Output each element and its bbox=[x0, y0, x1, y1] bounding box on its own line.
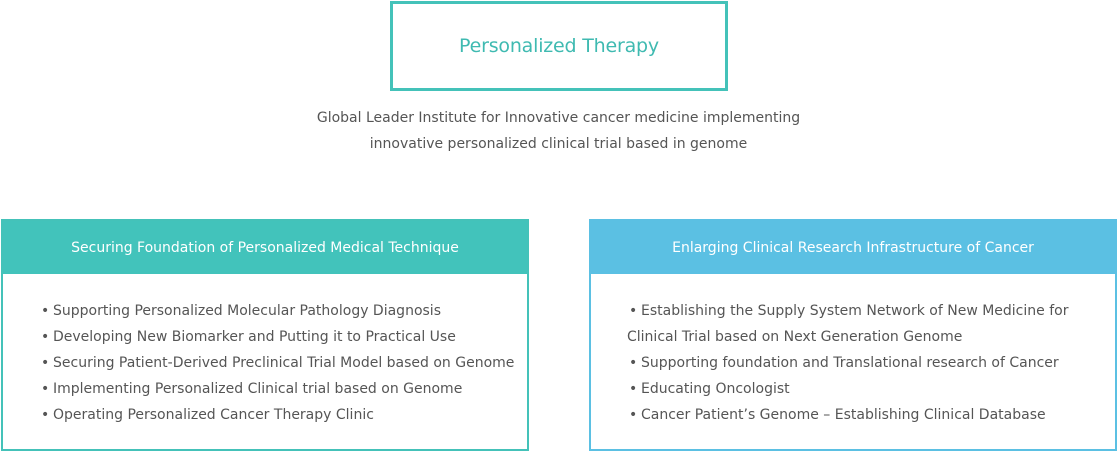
list-item: Operating Personalized Cancer Therapy Cl… bbox=[41, 402, 527, 428]
card-list: Establishing the Supply System Network o… bbox=[591, 274, 1115, 428]
list-item: Supporting foundation and Translational … bbox=[629, 350, 1115, 376]
card-infrastructure: Enlarging Clinical Research Infrastructu… bbox=[589, 219, 1117, 451]
list-item: Educating Oncologist bbox=[629, 376, 1115, 402]
list-item-line-2: Clinical Trial based on Next Generation … bbox=[627, 329, 963, 345]
list-item: Securing Patient-Derived Preclinical Tri… bbox=[41, 350, 527, 376]
list-item: Cancer Patient’s Genome – Establishing C… bbox=[629, 402, 1115, 428]
diagram-title: Personalized Therapy bbox=[459, 35, 659, 57]
list-item: Supporting Personalized Molecular Pathol… bbox=[41, 298, 527, 324]
card-list: Supporting Personalized Molecular Pathol… bbox=[3, 274, 527, 428]
list-item: Establishing the Supply System Network o… bbox=[627, 298, 1115, 350]
card-foundation: Securing Foundation of Personalized Medi… bbox=[1, 219, 529, 451]
list-item: Developing New Biomarker and Putting it … bbox=[41, 324, 527, 350]
title-box: Personalized Therapy bbox=[390, 1, 728, 91]
subtitle-line-1: Global Leader Institute for Innovative c… bbox=[316, 110, 801, 126]
card-heading: Securing Foundation of Personalized Medi… bbox=[3, 221, 527, 274]
subtitle: Global Leader Institute for Innovative c… bbox=[0, 105, 1117, 157]
card-heading: Enlarging Clinical Research Infrastructu… bbox=[591, 221, 1115, 274]
subtitle-line-2: innovative personalized clinical trial b… bbox=[369, 136, 748, 152]
list-item-line-1: Establishing the Supply System Network o… bbox=[641, 303, 1069, 319]
list-item: Implementing Personalized Clinical trial… bbox=[41, 376, 527, 402]
